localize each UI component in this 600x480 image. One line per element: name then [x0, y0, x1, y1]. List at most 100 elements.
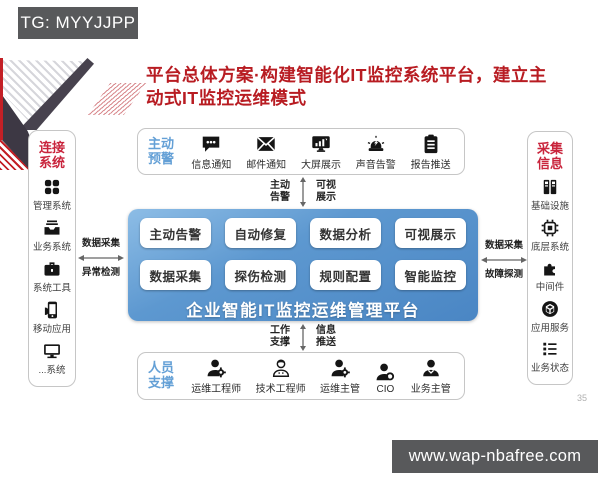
title-stripe-decoration: [87, 83, 147, 115]
person-icon: [422, 359, 439, 377]
edge-red-line: [0, 58, 3, 140]
cube-icon: [542, 300, 558, 317]
item-label: 系统工具: [32, 282, 71, 294]
item-label: 邮件通知: [246, 159, 287, 171]
connect-item-management: 管理系统: [33, 177, 71, 212]
puzzle-icon: [544, 263, 555, 276]
arrow-label-line: 展示: [316, 191, 336, 203]
proactive-warning-title: 主动 预警: [138, 135, 184, 167]
item-label: 业务主管: [410, 384, 451, 395]
arrow-left-group: 数据采集 异常检测: [76, 238, 126, 279]
capability-data-analysis: 数据分析: [310, 218, 381, 248]
arrow-label-visual-display: 可视 展示: [316, 180, 336, 204]
person-item-cio: CIO: [374, 361, 396, 395]
item-label: 报告推送: [410, 159, 451, 171]
item-label: 管理系统: [32, 200, 71, 212]
arrow-label-info-push: 信息 推送: [316, 325, 336, 349]
personnel-support-title: 人员 支撑: [138, 360, 184, 391]
proactive-warning-panel: 主动 预警 信息通知 邮件通知 大屏展示 声音告警 报告推送: [137, 128, 465, 175]
platform-box: 主动告警 自动修复 数据分析 可视展示 数据采集 探伤检测 规则配置 智能监控 …: [128, 209, 478, 321]
capability-auto-repair: 自动修复: [225, 218, 296, 248]
item-label: 底层系统: [530, 241, 569, 253]
arrow-label-line: 告警: [270, 191, 290, 203]
mail-icon: [256, 136, 276, 151]
double-arrow-vertical-icon: [300, 323, 306, 351]
panel-title-line: 系统: [38, 154, 65, 170]
arrow-label-line: 主动: [270, 179, 290, 191]
arrow-label-active-alert: 主动 告警: [270, 180, 290, 204]
warning-item-mail: 邮件通知: [246, 133, 286, 171]
panel-title-line: 信息: [536, 155, 563, 171]
arrow-label-line: 可视: [316, 179, 336, 191]
inbox-icon: [44, 220, 60, 235]
panel-title-line: 预警: [147, 150, 174, 166]
panel-title-line: 人员: [147, 360, 174, 376]
capability-visual-display: 可视展示: [395, 218, 466, 248]
panel-title-line: 主动: [147, 135, 174, 151]
connect-item-tools: 系统工具: [33, 259, 71, 294]
item-label: 中间件: [535, 282, 565, 294]
collect-item-infrastructure: 基础设施: [531, 177, 569, 212]
arrow-label-data-collection: 数据采集: [81, 238, 120, 249]
panel-title-line: 连接: [38, 140, 65, 156]
proactive-warning-items: 信息通知 邮件通知 大屏展示 声音告警 报告推送: [184, 133, 464, 171]
chip-icon: [541, 219, 559, 236]
page-number: 35: [577, 393, 588, 403]
panel-title-line: 支撑: [147, 375, 174, 390]
capability-flaw-detection: 探伤检测: [225, 260, 296, 290]
tg-watermark-badge: TG: MYYJJPP: [18, 7, 138, 39]
arrow-top-group: 主动 告警 可视 展示: [258, 176, 348, 207]
warning-item-sound-alarm: 声音告警: [356, 133, 396, 171]
platform-capabilities-grid: 主动告警 自动修复 数据分析 可视展示 数据采集 探伤检测 规则配置 智能监控: [140, 218, 466, 290]
connect-item-mobile: 移动应用: [33, 300, 71, 335]
double-arrow-horizontal-icon: [78, 255, 124, 262]
personnel-support-panel: 人员 支撑 运维工程师 技术工程师 运维主管 CIO 业务主管: [137, 352, 465, 400]
collect-item-app-service: 应用服务: [531, 299, 569, 334]
screen-chart-icon: [312, 135, 330, 152]
capability-data-collection: 数据采集: [140, 260, 211, 290]
connect-item-business: 业务系统: [33, 218, 71, 253]
item-label: 技术工程师: [255, 384, 306, 395]
arrow-label-work-support: 工作 支撑: [270, 325, 290, 349]
item-label: 大屏展示: [300, 159, 341, 171]
title-line-2: 动式IT监控运维模式: [146, 88, 307, 108]
item-label: CIO: [376, 384, 395, 395]
warning-item-report: 报告推送: [411, 133, 451, 171]
list-icon: [543, 343, 557, 356]
item-label: 基础设施: [530, 201, 569, 213]
item-label: 信息通知: [191, 159, 232, 171]
personnel-support-items: 运维工程师 技术工程师 运维主管 CIO 业务主管: [184, 357, 464, 395]
double-arrow-horizontal-icon: [481, 257, 527, 264]
item-label: 运维工程师: [191, 384, 242, 395]
arrow-label-data-collection: 数据采集: [484, 240, 523, 251]
panel-title-line: 采集: [536, 140, 563, 156]
alarm-icon: [367, 135, 385, 151]
collect-item-middleware: 中间件: [535, 258, 565, 294]
arrow-bottom-group: 工作 支撑 信息 推送: [258, 323, 348, 351]
collect-item-business-status: 业务状态: [531, 339, 569, 374]
chat-icon: [203, 136, 220, 152]
item-label: 运维主管: [319, 384, 360, 395]
arrow-label-fault-detection: 故障探测: [484, 269, 523, 281]
monitor-icon: [44, 344, 60, 359]
item-label: 应用服务: [530, 322, 569, 334]
person-gear-icon: [207, 359, 226, 378]
person-item-ops-supervisor: 运维主管: [320, 357, 360, 395]
arrow-right-group: 数据采集 故障探测: [479, 240, 529, 281]
arrow-label-line: 工作: [270, 325, 290, 336]
capability-rule-config: 规则配置: [310, 260, 381, 290]
item-label: 业务系统: [32, 241, 71, 253]
platform-caption: 企业智能IT监控运维管理平台: [186, 302, 420, 320]
report-icon: [424, 134, 437, 153]
capability-active-alert: 主动告警: [140, 218, 211, 248]
item-label: ...系统: [38, 364, 66, 376]
grid-icon: [44, 179, 60, 194]
mobile-icon: [44, 301, 57, 319]
warning-item-message: 信息通知: [191, 133, 231, 171]
collect-info-title: 采集 信息: [536, 140, 563, 172]
briefcase-icon: [44, 262, 60, 276]
connect-item-other-system: ...系统: [38, 341, 66, 376]
title-line-1: 平台总体方案·构建智能化IT监控系统平台，建立主: [146, 65, 547, 85]
collect-info-panel: 采集 信息 基础设施 底层系统 中间件 应用服务 业务状态: [527, 131, 573, 385]
item-label: 移动应用: [32, 323, 71, 335]
